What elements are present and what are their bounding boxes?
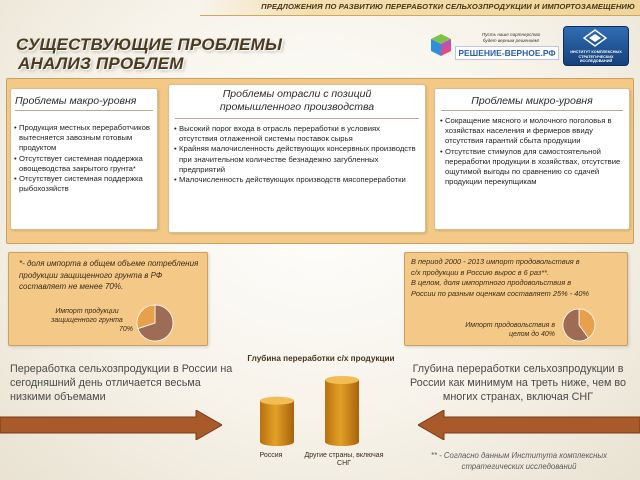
bar-body bbox=[325, 380, 359, 446]
note-line: В период 2000 - 2013 импорт продовольств… bbox=[411, 257, 580, 266]
pie-label-line: защищенного грунта bbox=[51, 317, 123, 324]
chart-title: Глубина переработки с/х продукции bbox=[247, 354, 395, 363]
import-pie-chart bbox=[562, 308, 596, 342]
import-note-right: В период 2000 - 2013 импорт продовольств… bbox=[404, 252, 628, 346]
pie-label: Импорт продовольствия в целом до 40% bbox=[425, 321, 555, 339]
list-item: Продукция местных переработчиков вытесня… bbox=[14, 123, 156, 154]
macro-problems-list: Продукция местных переработчиков вытесня… bbox=[14, 123, 156, 194]
list-item: Отсутствует системная поддержка овощевод… bbox=[14, 154, 156, 174]
list-item: Малочисленность действующих производств … bbox=[174, 175, 420, 185]
pie-label: Импорт продукции защищенного грунта 70% bbox=[37, 307, 137, 334]
right-arrow-icon bbox=[0, 410, 222, 440]
left-statement: Переработка сельхозпродукции в России на… bbox=[10, 363, 233, 403]
divider bbox=[441, 110, 623, 111]
note-line: с/х продукции в Россию вырос в 6 раз**. bbox=[411, 267, 550, 277]
institute-name-line: ИНСТИТУТ КОМПЛЕКСНЫХ bbox=[570, 50, 622, 54]
page-title: СУЩЕСТВУЮЩИЕ ПРОБЛЕМЫ bbox=[16, 35, 283, 54]
institute-emblem-icon bbox=[583, 29, 607, 47]
logo-slogan: Пусть наше партнерство будет верным реше… bbox=[466, 32, 556, 44]
institute-name-line: СТРАТЕГИЧЕСКИХ ИССЛЕДОВАНИЙ bbox=[578, 54, 614, 64]
micro-problems-panel: Проблемы микро-уровня Сокращение мясного… bbox=[434, 88, 630, 230]
bar-1 bbox=[260, 396, 294, 446]
banner-text: ПРЕДЛОЖЕНИЯ ПО РАЗВИТИЮ ПЕРЕРАБОТКИ СЕЛЬ… bbox=[261, 2, 635, 11]
panel-title: Проблемы отрасли с позиций промышленного… bbox=[169, 88, 425, 114]
bar-2 bbox=[325, 376, 359, 446]
site-logo[interactable]: РЕШЕНИЕ-ВЕРНОЕ.РФ bbox=[455, 46, 559, 60]
industry-problems-panel: Проблемы отрасли с позиций промышленного… bbox=[168, 84, 426, 233]
top-banner bbox=[200, 0, 640, 16]
pie-slice-other bbox=[562, 308, 589, 342]
panel-title-line: промышленного производства bbox=[219, 101, 375, 113]
bar-cap bbox=[325, 376, 359, 384]
pie-slice-other bbox=[136, 304, 156, 330]
note-line: В целом, доля импортного продовольствия … bbox=[411, 278, 572, 288]
right-statement: Глубина переработки сельхозпродукции в Р… bbox=[410, 363, 626, 403]
list-item: Отсутствие стимулов для самостоятельной … bbox=[440, 147, 626, 188]
divider bbox=[15, 110, 153, 111]
left-arrow-icon bbox=[418, 410, 640, 440]
pie-label-line: Импорт продовольствия в bbox=[465, 322, 555, 329]
slogan-line: Пусть наше партнерство bbox=[481, 32, 541, 37]
pie-label-line: целом до 40% bbox=[509, 331, 555, 338]
macro-problems-panel: Проблемы макро-уровня Продукция местных … bbox=[10, 88, 158, 230]
import-note-left: *- доля импорта в общем объеме потреблен… bbox=[8, 252, 208, 346]
import-pie-chart bbox=[136, 304, 174, 342]
industry-problems-list: Высокий порог входа в отрасль переработк… bbox=[174, 124, 420, 185]
bar-category-label: Россия bbox=[259, 452, 283, 459]
import-note-text: В период 2000 - 2013 импорт продовольств… bbox=[411, 257, 627, 299]
pie-slice-import bbox=[578, 308, 596, 339]
institute-name: ИНСТИТУТ КОМПЛЕКСНЫХ СТРАТЕГИЧЕСКИХ ИССЛ… bbox=[566, 50, 626, 64]
footnote-line: ** - Согласно данным Института комплексн… bbox=[430, 451, 608, 460]
page-subtitle: АНАЛИЗ ПРОБЛЕМ bbox=[18, 54, 184, 73]
cube-logo-icon bbox=[431, 34, 451, 56]
list-item: Крайняя малочисленность действующих конс… bbox=[174, 144, 420, 175]
panel-title: Проблемы макро-уровня bbox=[15, 95, 137, 107]
footnote-line: стратегических исследований bbox=[461, 462, 577, 471]
panel-title-line: Проблемы отрасли с позиций bbox=[222, 88, 372, 100]
note-line: России по разным оценкам составляет 25% … bbox=[411, 288, 590, 298]
bar-cap bbox=[260, 396, 294, 405]
pie-label-value: 70% bbox=[118, 326, 133, 333]
footnote: ** - Согласно данным Института комплексн… bbox=[405, 450, 633, 472]
list-item: Высокий порог входа в отрасль переработк… bbox=[174, 124, 420, 144]
pie-label-line: Импорт продукции bbox=[55, 308, 119, 315]
import-note-text: *- доля импорта в общем объеме потреблен… bbox=[19, 259, 199, 291]
pie-slice-import bbox=[137, 304, 174, 342]
bar-category-label: Другие страны, включая СНГ bbox=[304, 452, 384, 467]
slogan-line: будет верным решением! bbox=[482, 38, 540, 43]
divider bbox=[175, 118, 419, 119]
micro-problems-list: Сокращение мясного и молочного поголовья… bbox=[440, 116, 626, 187]
list-item: Отсутствует системная поддержка рыбохозя… bbox=[14, 174, 156, 194]
bar-body bbox=[260, 400, 294, 446]
processing-depth-chart bbox=[260, 376, 359, 446]
panel-title: Проблемы микро-уровня bbox=[471, 95, 593, 107]
list-item: Сокращение мясного и молочного поголовья… bbox=[440, 116, 626, 147]
